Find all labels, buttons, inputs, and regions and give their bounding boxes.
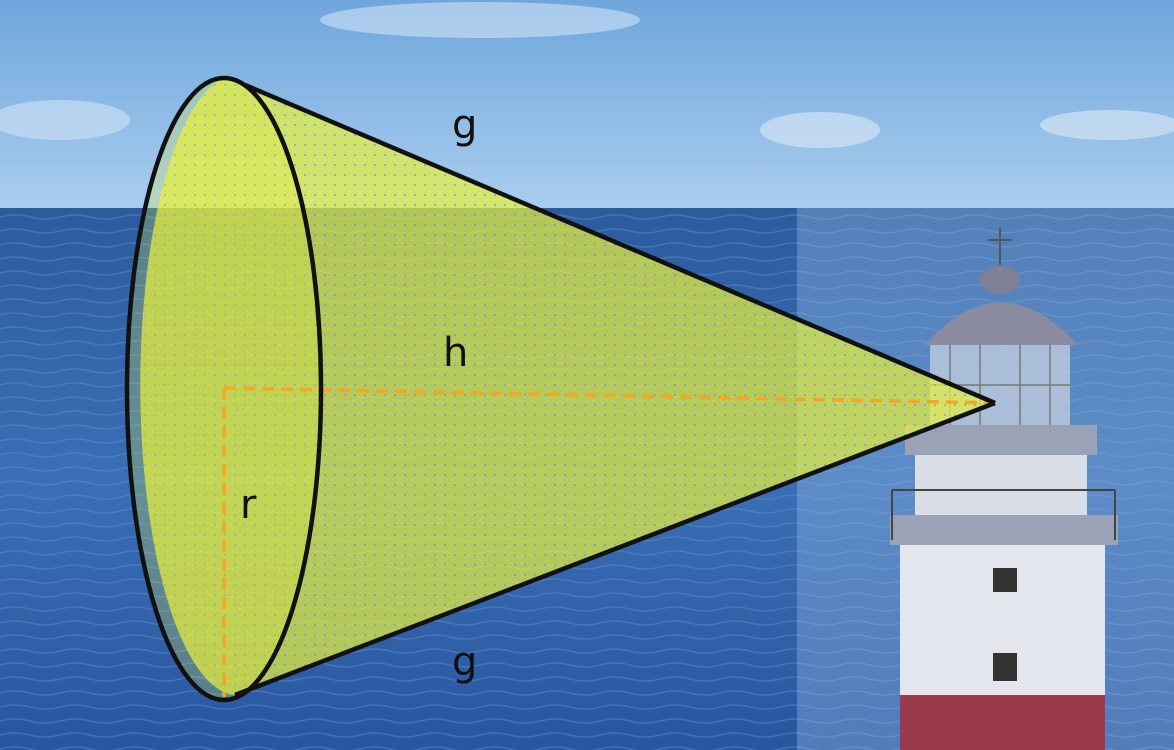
label-slant-top: g [452, 102, 477, 148]
height-line [223, 386, 996, 405]
cloud [1040, 110, 1174, 140]
slant-top-line [244, 82, 996, 406]
cloud [760, 112, 880, 148]
cloud [320, 2, 640, 38]
label-slant-bottom: g [452, 639, 477, 685]
label-radius: r [240, 482, 257, 528]
cone-base-outline [124, 75, 324, 703]
cloud [0, 100, 130, 140]
label-height: h [443, 330, 468, 376]
slant-bottom-line [234, 400, 996, 698]
light-cone [124, 75, 996, 703]
